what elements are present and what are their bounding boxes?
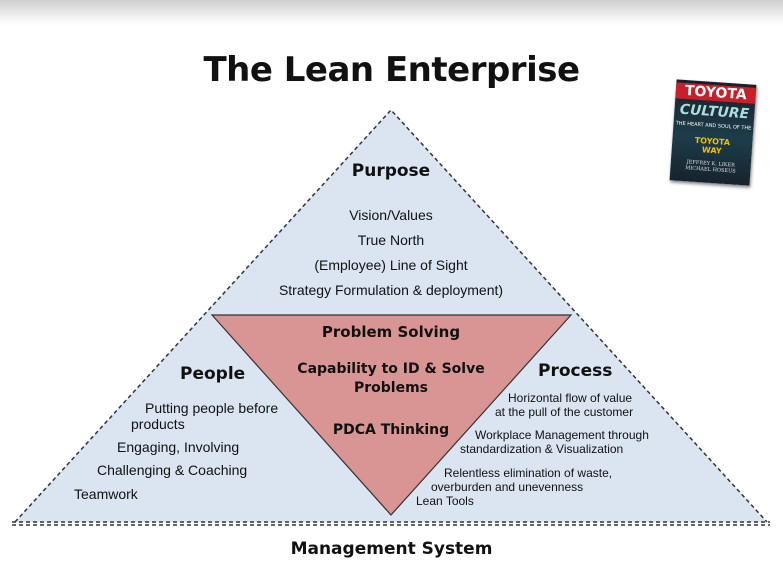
process-item-3-line-2: overburden and unevenness xyxy=(431,480,584,494)
book-series: TOYOTA WAY xyxy=(672,134,753,158)
capability-line-2: Problems xyxy=(353,380,429,396)
outer-dashed-outline xyxy=(14,108,768,523)
purpose-heading: Purpose xyxy=(351,161,431,181)
process-item-2-line-1: Workplace Management through xyxy=(475,428,649,442)
process-item-2-line-2: standardization & Visualization xyxy=(460,442,624,456)
process-item-3-line-1: Relentless elimination of waste, xyxy=(444,466,613,480)
people-item-1-line-2: products xyxy=(131,416,185,432)
purpose-item-strategy: Strategy Formulation & deployment) xyxy=(278,282,504,298)
process-item-1-line-2: at the pull of the customer xyxy=(495,405,634,419)
people-item-1-line-1: Putting people before xyxy=(145,400,279,416)
purpose-item-true-north: True North xyxy=(357,232,425,248)
people-item-3: Challenging & Coaching xyxy=(97,462,248,478)
people-item-4: Teamwork xyxy=(74,486,138,502)
book-authors: JEFFREY K. LIKER MICHAEL HOSEUS xyxy=(670,158,751,176)
management-system-label: Management System xyxy=(290,539,493,559)
toyota-culture-book-cover: TOYOTA CULTURE THE HEART AND SOUL OF THE… xyxy=(669,79,757,186)
purpose-item-line-of-sight: (Employee) Line of Sight xyxy=(314,257,468,273)
book-brand: TOYOTA xyxy=(675,82,757,104)
pdca-heading: PDCA Thinking xyxy=(332,422,450,438)
problem-solving-triangle xyxy=(210,314,573,516)
process-heading: Process xyxy=(538,361,613,381)
book-subtitle: THE HEART AND SOUL OF THE xyxy=(675,120,752,132)
capability-line-1: Capability to ID & Solve xyxy=(297,361,485,377)
page-title: The Lean Enterprise xyxy=(203,50,580,90)
book-title: CULTURE xyxy=(679,101,750,123)
people-heading: People xyxy=(180,364,246,384)
process-item-1-line-1: Horizontal flow of value xyxy=(508,391,633,405)
problem-solving-heading: Problem Solving xyxy=(321,323,461,341)
people-item-2: Engaging, Involving xyxy=(117,439,240,455)
purpose-item-vision: Vision/Values xyxy=(349,207,433,223)
top-gradient-bar xyxy=(0,0,783,26)
process-item-4: Lean Tools xyxy=(416,494,474,508)
